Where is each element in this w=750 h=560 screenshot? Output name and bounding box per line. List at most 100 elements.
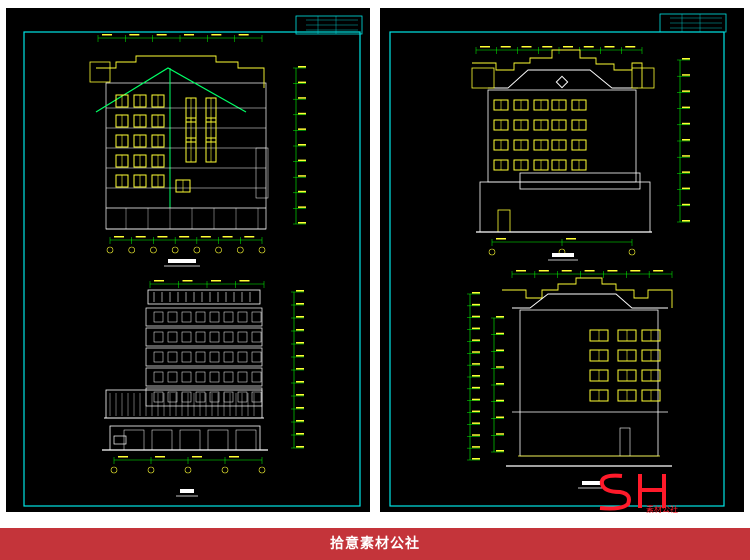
level-tag xyxy=(682,203,690,206)
dimension-tag xyxy=(211,34,222,36)
dimension-tag xyxy=(542,46,553,48)
drawing-sheet-left xyxy=(6,8,370,512)
level-tag xyxy=(296,420,304,422)
drawing-rect xyxy=(167,351,178,363)
drawing-rect xyxy=(237,331,248,343)
drawing-caption xyxy=(552,253,574,257)
dimension-tag xyxy=(516,270,526,272)
level-tag xyxy=(298,81,306,84)
level-tag xyxy=(472,363,480,365)
drawing-rect xyxy=(181,331,192,343)
drawing-rect xyxy=(237,391,248,403)
level-tag xyxy=(472,315,480,318)
axis-bubble xyxy=(628,248,636,256)
gable-line xyxy=(488,69,638,89)
level-tag xyxy=(496,450,504,452)
dimension-tag xyxy=(496,238,506,240)
lower-elevation-drawing xyxy=(102,280,304,497)
drawing-rect xyxy=(207,429,229,451)
axis-bubble xyxy=(488,248,496,256)
roof-line xyxy=(95,67,247,113)
drawing-rect xyxy=(195,311,206,323)
drawing-rect xyxy=(167,311,178,323)
level-tag xyxy=(472,375,480,377)
level-tag xyxy=(298,159,306,162)
dimension-tag xyxy=(653,270,664,272)
level-tag xyxy=(296,290,304,292)
level-tag xyxy=(298,97,306,99)
drawing-rect xyxy=(519,172,641,190)
front-elevation-drawing xyxy=(471,46,690,261)
drawing-rect xyxy=(223,311,234,323)
dimension-tag xyxy=(538,270,549,272)
drawing-caption xyxy=(180,489,194,493)
level-tag xyxy=(496,433,504,435)
level-tag xyxy=(298,112,306,115)
drawing-rect xyxy=(123,429,145,451)
dimension-tag xyxy=(154,280,164,282)
title-block-grid xyxy=(306,16,358,34)
level-tag xyxy=(496,332,504,335)
drawing-rect xyxy=(631,67,655,89)
dimension-tag xyxy=(630,270,641,272)
dimension-tag xyxy=(114,236,124,238)
dimension-tag xyxy=(102,34,112,36)
level-tag xyxy=(296,381,304,383)
level-tag xyxy=(298,128,306,130)
drawing-rect xyxy=(195,371,206,383)
dimension-tag xyxy=(200,236,211,238)
drawing-rect xyxy=(181,371,192,383)
level-tag xyxy=(296,329,304,331)
drawing-rect xyxy=(487,89,637,183)
car-outline xyxy=(113,435,127,445)
drawing-rect xyxy=(255,147,269,199)
drawing-rect xyxy=(251,391,262,403)
drawing-rect xyxy=(237,311,248,323)
level-tag xyxy=(296,303,304,305)
sheet-frame xyxy=(23,31,361,507)
drawing-rect xyxy=(223,351,234,363)
title-block xyxy=(295,15,363,35)
drawing-rect xyxy=(181,311,192,323)
level-tag xyxy=(682,155,690,157)
level-tag xyxy=(472,303,480,306)
level-tag xyxy=(472,398,480,401)
drawing-rect xyxy=(519,309,659,457)
building-section-drawing xyxy=(89,34,306,267)
drawing-rect xyxy=(235,429,257,451)
drawing-rect xyxy=(109,425,261,451)
drawing-rect xyxy=(497,209,511,233)
level-tag xyxy=(496,399,504,402)
dimension-tag xyxy=(584,270,595,272)
level-tag xyxy=(296,407,304,409)
drawing-rect xyxy=(89,61,111,83)
axis-bubble xyxy=(184,466,192,474)
axis-bubble xyxy=(258,466,266,474)
level-tag xyxy=(472,292,480,294)
axis-bubble xyxy=(106,246,114,254)
axis-bubble xyxy=(193,246,201,254)
drawing-rect xyxy=(179,429,201,451)
drawing-rect xyxy=(181,351,192,363)
level-tag xyxy=(298,144,306,146)
dimension-tag xyxy=(157,236,168,238)
drawing-rect xyxy=(251,311,262,323)
level-tag xyxy=(472,327,480,330)
level-tag xyxy=(298,206,306,208)
dimension-tag xyxy=(239,280,250,282)
side-elevation-drawing xyxy=(467,270,673,489)
drawing-rect xyxy=(223,371,234,383)
dimension-tag xyxy=(192,456,202,458)
level-tag xyxy=(296,355,304,357)
dimension-tag xyxy=(607,270,618,272)
level-tag xyxy=(296,446,304,448)
level-tag xyxy=(472,446,480,448)
level-tag xyxy=(682,90,690,92)
parapet-steps xyxy=(502,277,673,308)
level-tag xyxy=(682,220,690,222)
axis-bubble xyxy=(110,466,118,474)
title-block-grid xyxy=(670,14,722,32)
level-tag xyxy=(472,386,480,389)
level-tag xyxy=(472,434,480,436)
level-tag xyxy=(296,394,304,396)
